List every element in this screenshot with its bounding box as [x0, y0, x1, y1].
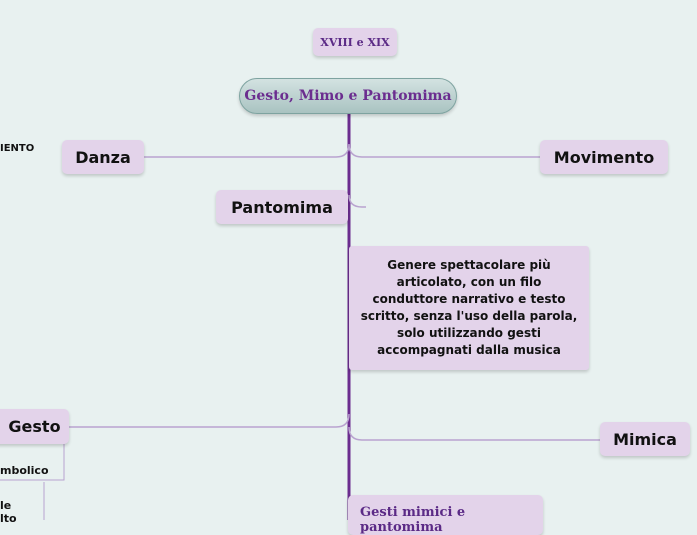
description-node[interactable]: Genere spettacolare più articolato, con … — [349, 246, 589, 370]
gesto-label: Gesto — [8, 417, 61, 436]
period-label: XVIII e XIX — [320, 35, 390, 49]
central-topic[interactable]: Gesto, Mimo e Pantomima — [239, 78, 457, 114]
danza-label: Danza — [75, 147, 131, 167]
movimento-node[interactable]: Movimento — [540, 140, 668, 174]
movimento-label: Movimento — [553, 147, 655, 167]
partial-le-label: le — [0, 499, 12, 512]
gesti-mimici-label: Gesti mimici e pantomima — [360, 505, 466, 535]
partial-movimento-label: IENTO — [0, 143, 35, 154]
mimica-node[interactable]: Mimica — [600, 422, 690, 456]
description-text: Genere spettacolare più articolato, con … — [360, 258, 578, 357]
central-topic-label: Gesto, Mimo e Pantomima — [244, 88, 452, 104]
gesti-mimici-node[interactable]: Gesti mimici e pantomima — [348, 495, 543, 535]
period-node[interactable]: XVIII e XIX — [313, 28, 397, 56]
danza-node[interactable]: Danza — [62, 140, 144, 174]
pantomima-label: Pantomima — [231, 197, 333, 217]
partial-lto-label: lto — [0, 512, 17, 525]
pantomima-node[interactable]: Pantomima — [216, 190, 348, 224]
partial-simbolico-label: mbolico — [0, 464, 49, 477]
gesto-node[interactable]: Gesto — [0, 409, 69, 444]
mimica-label: Mimica — [613, 429, 677, 449]
